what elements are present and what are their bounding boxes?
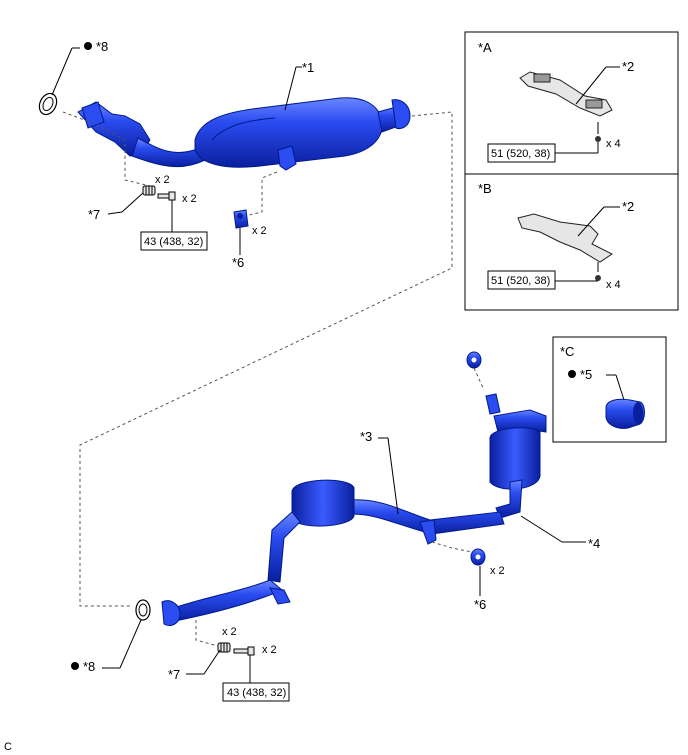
callout-8-rear: *8 bbox=[83, 659, 95, 674]
qty-spring-rear: x 2 bbox=[222, 626, 237, 638]
bracket-a bbox=[519, 71, 613, 117]
qty-bracket-b: x 4 bbox=[606, 279, 621, 291]
new-part-marker-icon bbox=[71, 662, 79, 670]
torque-box-b bbox=[487, 270, 556, 290]
qty-bolt-front: x 2 bbox=[182, 193, 197, 205]
torque-front: 43 (438, 32) bbox=[144, 236, 203, 248]
callout-6-rear: *6 bbox=[474, 597, 486, 612]
front-gasket bbox=[38, 92, 58, 116]
callout-3: *3 bbox=[360, 429, 372, 444]
callout-4: *4 bbox=[588, 536, 600, 551]
torque-box-front bbox=[140, 231, 208, 251]
callout-7-rear: *7 bbox=[168, 667, 180, 682]
bracket-a-bolt bbox=[595, 122, 601, 142]
qty-spring-front: x 2 bbox=[155, 174, 170, 186]
rear-spring bbox=[217, 642, 231, 653]
rear-gasket bbox=[135, 599, 151, 621]
detail-c-title: *C bbox=[560, 344, 574, 359]
qty-bolt-rear: x 2 bbox=[262, 644, 277, 656]
rear-upper-hanger bbox=[466, 351, 482, 369]
tail-pipe-cover bbox=[605, 398, 645, 429]
callout-1: *1 bbox=[302, 60, 314, 75]
torque-b: 51 (520, 38) bbox=[491, 275, 550, 287]
center-exhaust-pipe-main-converter bbox=[194, 97, 411, 171]
torque-box-rear bbox=[222, 682, 290, 702]
qty-hanger-rear: x 2 bbox=[490, 565, 505, 577]
figure-code: C bbox=[4, 741, 12, 753]
new-part-marker-icon bbox=[84, 42, 92, 50]
front-exhaust-hanger bbox=[233, 209, 249, 229]
detail-a-title: *A bbox=[478, 40, 492, 55]
callout-2-a: *2 bbox=[622, 59, 634, 74]
front-bolt bbox=[157, 191, 176, 201]
qty-bracket-a: x 4 bbox=[606, 138, 621, 150]
bracket-b-bolt bbox=[595, 262, 601, 281]
rear-bolt bbox=[233, 646, 255, 656]
callout-6-front: *6 bbox=[232, 255, 244, 270]
front-spring bbox=[142, 185, 156, 196]
callout-5: *5 bbox=[580, 367, 592, 382]
callout-7-front: *7 bbox=[88, 207, 100, 222]
center-exhaust-pipe-muffler bbox=[161, 479, 505, 627]
callout-8-front: *8 bbox=[96, 39, 108, 54]
detail-c-panel bbox=[552, 336, 667, 443]
tail-exhaust-pipe-muffler bbox=[485, 393, 547, 519]
qty-hanger-front: x 2 bbox=[252, 225, 267, 237]
torque-rear: 43 (438, 32) bbox=[227, 687, 286, 699]
torque-a: 51 (520, 38) bbox=[491, 148, 550, 160]
bracket-b bbox=[517, 213, 613, 263]
front-exhaust-pipe bbox=[77, 101, 206, 168]
rear-exhaust-hanger bbox=[470, 548, 486, 566]
callout-2-b: *2 bbox=[622, 199, 634, 214]
detail-b-title: *B bbox=[478, 181, 492, 196]
new-part-marker-icon bbox=[568, 370, 576, 378]
torque-box-a bbox=[487, 143, 556, 163]
